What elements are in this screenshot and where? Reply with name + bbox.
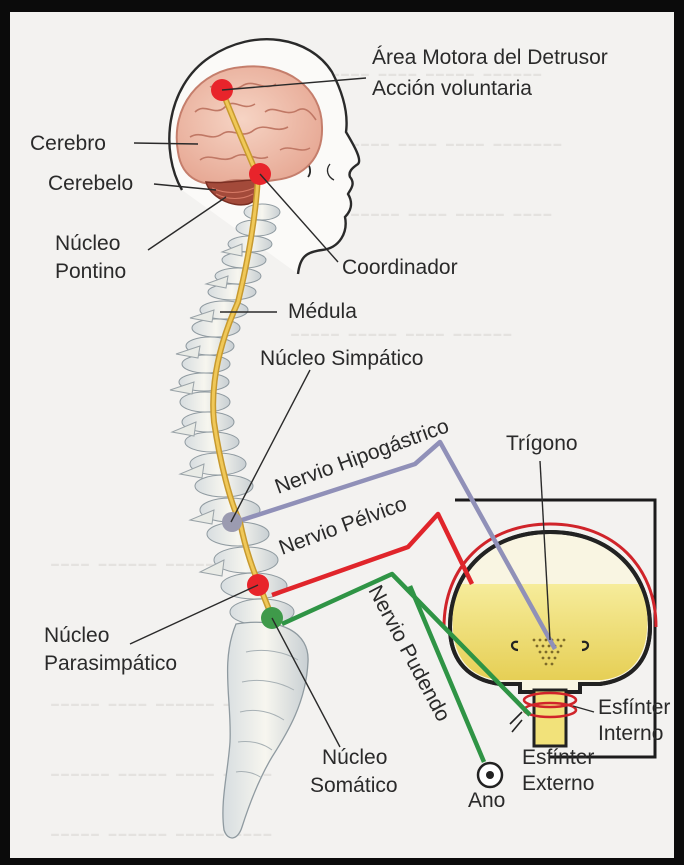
svg-text:------ ---- ----- ----: ------ ---- ----- ---- [340, 196, 552, 229]
diagram-frame: ------ ---- ----- ------ ----- ---- ----… [10, 12, 674, 858]
label-nucleo-simpatico: Núcleo Simpático [260, 347, 423, 370]
label-esfinter-externo-1: Esfínter [522, 746, 594, 769]
label-nucleo-somatico-1: Núcleo [322, 746, 387, 769]
label-nucleo-pontino-2: Pontino [55, 260, 126, 283]
anus-icon [478, 763, 502, 787]
bladder [444, 524, 656, 692]
label-esfinter-interno-2: Interno [598, 722, 663, 745]
label-coordinador: Coordinador [342, 256, 458, 279]
label-trigono: Trígono [506, 432, 578, 455]
micturition-diagram: ------ ---- ----- ------ ----- ---- ----… [10, 12, 674, 858]
label-accion-voluntaria: Acción voluntaria [372, 77, 532, 100]
label-nucleo-pontino-1: Núcleo [55, 232, 120, 255]
label-esfinter-interno-1: Esfínter [598, 696, 670, 719]
label-nucleo-parasimpatico-1: Núcleo [44, 624, 109, 647]
label-cerebelo: Cerebelo [48, 172, 133, 195]
label-area-motora: Área Motora del Detrusor [372, 46, 608, 69]
label-nucleo-parasimpatico-2: Parasimpático [44, 652, 177, 675]
label-nucleo-somatico-2: Somático [310, 774, 398, 797]
svg-text:----- ---- ---- -------: ----- ---- ---- ------- [340, 126, 562, 159]
label-ano: Ano [468, 789, 505, 812]
sympathetic-nucleus-dot [222, 512, 242, 532]
label-cerebro: Cerebro [30, 132, 106, 155]
label-medula: Médula [288, 300, 357, 323]
label-esfinter-externo-2: Externo [522, 772, 594, 795]
